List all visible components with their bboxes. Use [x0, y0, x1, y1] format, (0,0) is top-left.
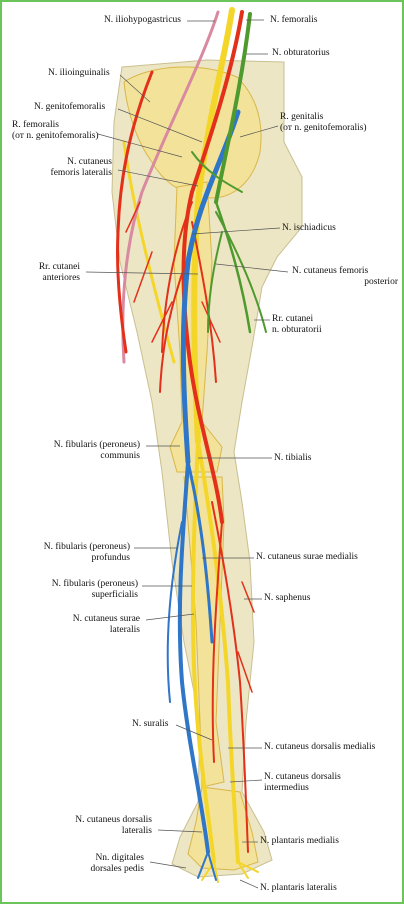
label-n-fibularis-profundus: N. fibularis (peroneus) profundus [44, 542, 130, 563]
label-rr-cut-ant-line1: Rr. cutanei [38, 262, 80, 272]
label-fib-prof-line1: N. fibularis (peroneus) [43, 542, 130, 552]
label-r-genitalis-line2: (от n. genitofemoralis) [280, 122, 367, 133]
label-n-cutaneus-surae-lateralis: N. cutaneus surae lateralis [73, 614, 140, 635]
label-rr-cut-obt-line2: n. obturatorii [272, 324, 322, 335]
label-nn-digitales-dorsales-pedis: Nn. digitales dorsales pedis [90, 853, 144, 874]
label-n-cutaneus-femoris-lateralis: N. cutaneus femoris lateralis [51, 157, 112, 178]
red-nerves [115, 10, 255, 853]
label-cut-fem-lat-line1: N. cutaneus [67, 157, 112, 167]
label-rr-cut-obt-line1: Rr. cutanei [272, 314, 314, 324]
label-rr-cut-ant-line2: anteriores [42, 272, 80, 283]
label-cut-fem-post-line2: posterior [364, 276, 398, 287]
label-n-cutaneus-dorsalis-intermedius: N. cutaneus dorsalis intermedius [264, 772, 341, 793]
label-n-ilioinguinalis: N. ilioinguinalis [48, 68, 110, 78]
label-n-ischiadicus: N. ischiadicus [282, 223, 336, 233]
label-n-cutaneus-dorsalis-medialis: N. cutaneus dorsalis medialis [264, 742, 376, 752]
label-n-suralis: N. suralis [132, 719, 169, 729]
label-cut-dors-int-line1: N. cutaneus dorsalis [264, 772, 341, 782]
blue-nerves [166, 109, 241, 881]
label-n-saphenus: N. saphenus [264, 593, 311, 603]
label-cut-dors-lat-line2: lateralis [121, 825, 152, 836]
label-n-plantaris-medialis: N. plantaris medialis [260, 836, 339, 846]
label-cut-surae-lat-line1: N. cutaneus surae [72, 614, 140, 624]
label-r-femoralis: R. femoralis (от n. genitofemoralis) [12, 120, 99, 141]
label-fib-prof-line2: profundus [91, 552, 130, 563]
leader-lines [85, 19, 289, 889]
label-r-genitalis-line1: R. genitalis [280, 112, 324, 122]
label-cut-surae-lat-line2: lateralis [109, 624, 140, 635]
label-fib-sup-line1: N. fibularis (peroneus) [51, 579, 138, 589]
label-cut-dors-int-line2: intermedius [264, 782, 309, 793]
green-nerves [191, 12, 267, 334]
label-dig-dors-line1: Nn. digitales [95, 853, 144, 863]
label-n-cutaneus-surae-medialis: N. cutaneus surae medialis [256, 552, 358, 562]
label-fib-comm-line2: communis [100, 450, 140, 461]
label-n-cutaneus-dorsalis-lateralis: N. cutaneus dorsalis lateralis [75, 815, 152, 836]
label-n-fibularis-communis: N. fibularis (peroneus) communis [54, 440, 140, 461]
pelvis-bone [123, 66, 262, 199]
yellow-nerves [122, 7, 259, 883]
label-r-femoralis-line2: (от n. genitofemoralis) [12, 130, 99, 141]
label-cut-fem-post-line1: N. cutaneus femoris [292, 266, 369, 276]
pink-nerves [121, 10, 220, 364]
label-cut-fem-lat-line2: femoris lateralis [50, 167, 112, 178]
label-n-genitofemoralis: N. genitofemoralis [34, 102, 106, 112]
label-n-femoralis: N. femoralis [270, 15, 318, 25]
label-dig-dors-line2: dorsales pedis [90, 863, 144, 874]
label-n-tibialis: N. tibialis [274, 453, 312, 463]
label-n-plantaris-lateralis: N. plantaris lateralis [260, 883, 337, 893]
label-n-fibularis-superficialis: N. fibularis (peroneus) superficialis [52, 579, 138, 600]
label-n-obturatorius: N. obturatorius [272, 48, 330, 58]
label-cut-dors-lat-line1: N. cutaneus dorsalis [75, 815, 152, 825]
label-n-iliohypogastricus: N. iliohypogastricus [103, 15, 181, 25]
label-r-genitalis: R. genitalis (от n. genitofemoralis) [280, 112, 367, 133]
label-fib-comm-line1: N. fibularis (peroneus) [53, 440, 140, 450]
label-rr-cutanei-n-obturatorii: Rr. cutanei n. obturatorii [272, 314, 322, 335]
label-rr-cutanei-anteriores: Rr. cutanei anteriores [39, 262, 80, 283]
label-fib-sup-line2: superficialis [91, 589, 138, 600]
label-r-femoralis-line1: R. femoralis [12, 120, 59, 130]
label-n-cutaneus-femoris-posterior: N. cutaneus femoris posterior [292, 266, 398, 287]
